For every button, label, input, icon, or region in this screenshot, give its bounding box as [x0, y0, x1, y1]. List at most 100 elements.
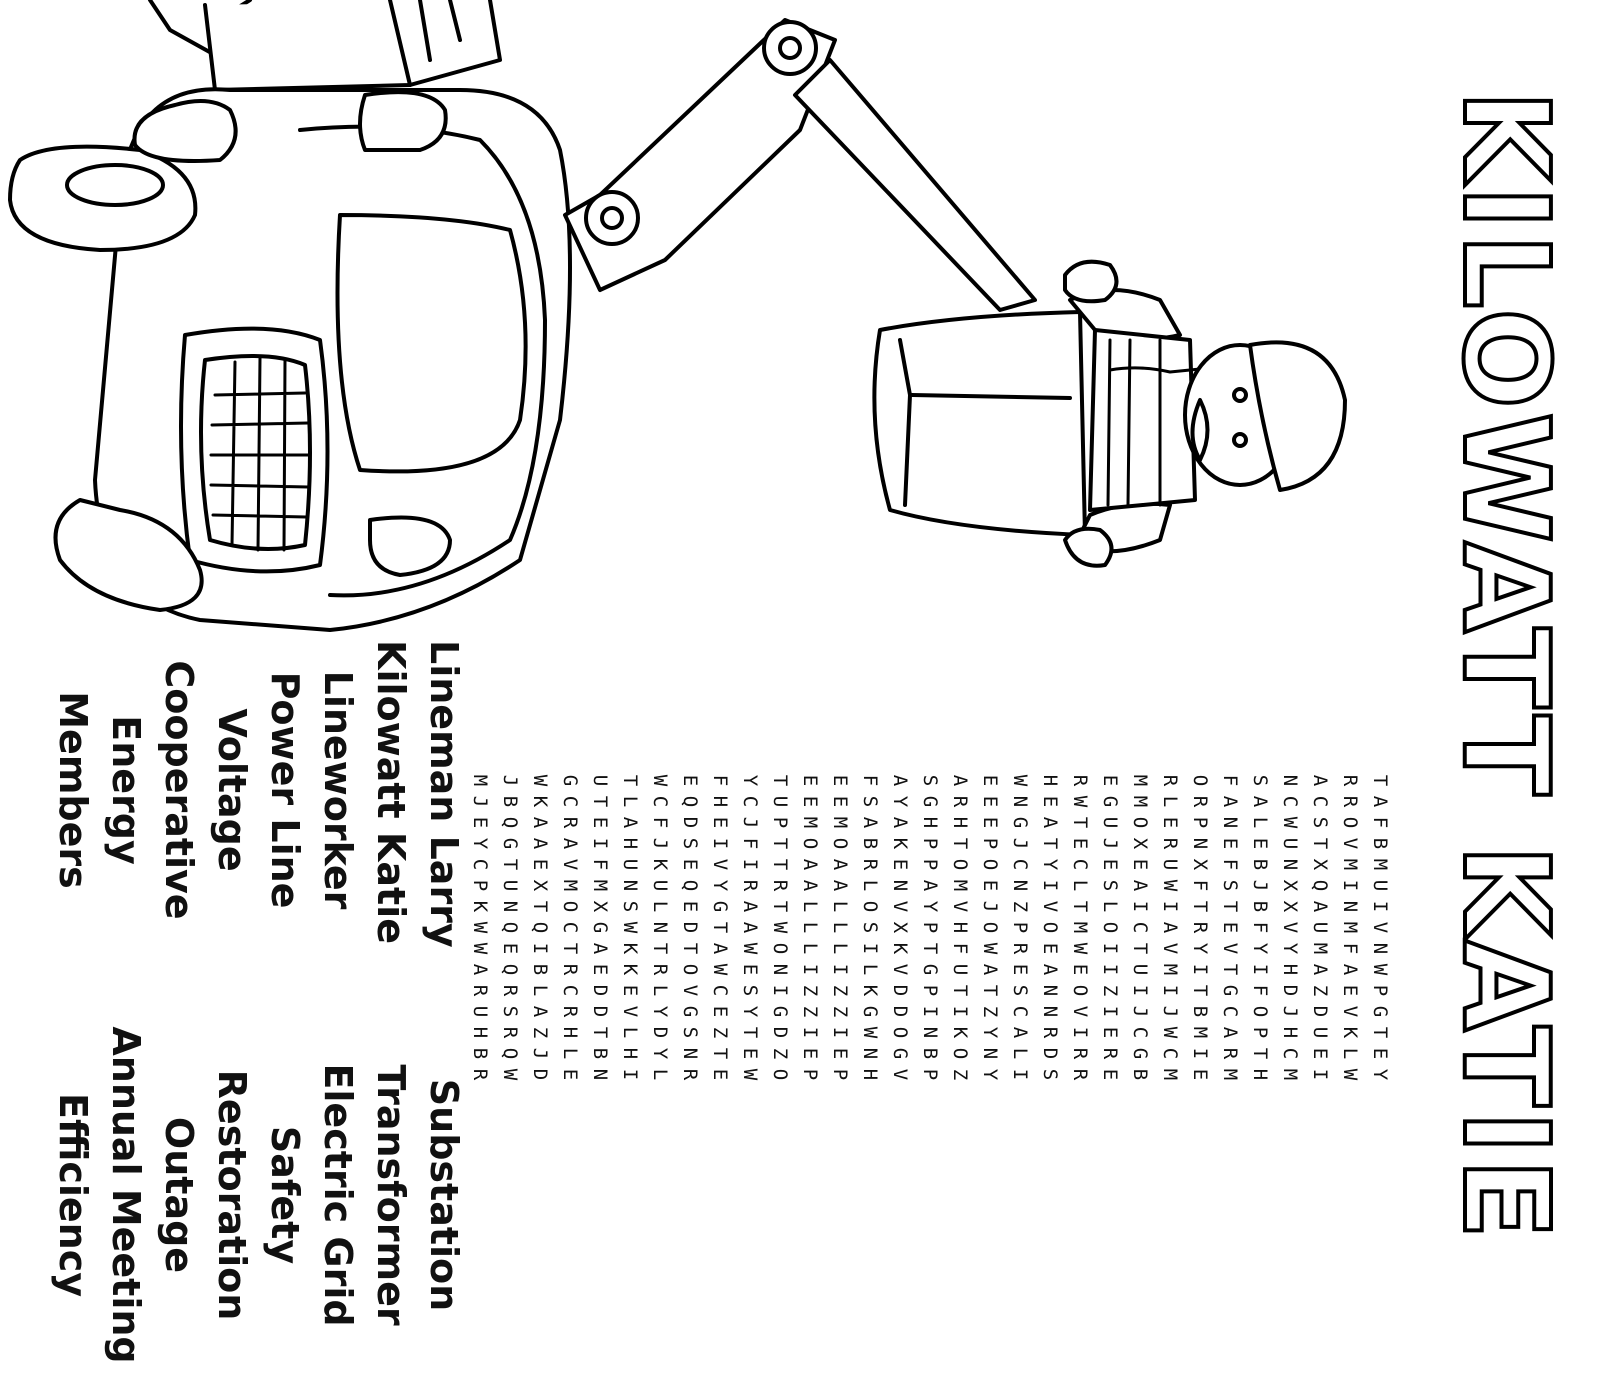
grid-letter: R	[559, 963, 581, 976]
boom-joint-upper-pin	[778, 36, 802, 60]
grid-letter: T	[769, 900, 791, 913]
grid-letter: T	[1369, 774, 1391, 787]
grid-letter: K	[529, 795, 551, 808]
grid-letter: U	[499, 879, 521, 892]
grid-letter: Z	[949, 1068, 971, 1081]
grid-letter: E	[1009, 963, 1031, 976]
grid-letter: I	[859, 942, 881, 955]
grid-letter: W	[469, 942, 491, 955]
grid-letter: Y	[709, 879, 731, 892]
grid-letter: U	[949, 963, 971, 976]
grid-letter: R	[1069, 1068, 1091, 1081]
word-item: Lineworker	[316, 670, 360, 910]
grid-letter: N	[1279, 774, 1301, 787]
boom-joint-upper	[762, 20, 818, 76]
grid-letter: E	[1219, 837, 1241, 850]
grid-letter: L	[1159, 795, 1181, 808]
grid-letter: A	[1309, 900, 1331, 913]
grid-letter: Z	[1009, 900, 1031, 913]
grid-letter: S	[499, 1005, 521, 1018]
grid-letter: O	[1189, 774, 1211, 787]
grid-letter: S	[919, 774, 941, 787]
grid-letter: E	[1099, 1026, 1121, 1039]
grid-letter: S	[1219, 879, 1241, 892]
grid-letter: P	[1189, 816, 1211, 829]
grid-letter: J	[979, 900, 1001, 913]
grid-letter: A	[589, 942, 611, 955]
grid-letter: Y	[889, 795, 911, 808]
grid-letter: H	[709, 795, 731, 808]
grid-letter: J	[1099, 837, 1121, 850]
word-item: Members	[51, 691, 95, 889]
word-item: Substation	[422, 1078, 466, 1312]
grid-letter: I	[1099, 963, 1121, 976]
grid-letter: W	[529, 774, 551, 787]
grid-letter: A	[1339, 963, 1361, 976]
grid-letter: D	[1039, 1047, 1061, 1060]
word-item: Lineman Larry	[422, 640, 466, 948]
grid-letter: N	[1039, 1005, 1061, 1018]
grid-letter: Y	[1279, 942, 1301, 955]
grid-letter: U	[1129, 963, 1151, 976]
grid-letter: E	[1069, 963, 1091, 976]
grid-letter: B	[499, 795, 521, 808]
grid-letter: Q	[499, 963, 521, 976]
grid-letter: R	[1339, 795, 1361, 808]
grid-letter: I	[1009, 1068, 1031, 1081]
worker-eye-top	[1232, 387, 1248, 403]
grid-letter: A	[1369, 795, 1391, 808]
grid-letter: B	[529, 963, 551, 976]
grid-letter: H	[949, 816, 971, 829]
grid-letter: C	[1279, 1047, 1301, 1060]
grid-letter: W	[1369, 963, 1391, 976]
grid-letter: A	[1039, 816, 1061, 829]
grid-letter: V	[889, 963, 911, 976]
grid-letter: R	[859, 858, 881, 871]
grid-letter: R	[1339, 774, 1361, 787]
grid-letter: L	[799, 900, 821, 913]
grid-letter: T	[949, 837, 971, 850]
grid-letter: T	[499, 858, 521, 871]
word-item: Voltage	[210, 708, 254, 872]
grid-letter: W	[1159, 879, 1181, 892]
grid-letter: I	[919, 1005, 941, 1018]
grid-letter: K	[889, 942, 911, 955]
grid-letter: A	[919, 879, 941, 892]
grid-letter: A	[739, 921, 761, 934]
grid-letter: Z	[1099, 984, 1121, 997]
grid-letter: A	[1249, 795, 1271, 808]
grid-letter: E	[1249, 837, 1271, 850]
grid-letter: W	[709, 963, 731, 976]
grid-letter: O	[769, 942, 791, 955]
grid-letter: Y	[649, 1047, 671, 1060]
grid-letter: Y	[919, 900, 941, 913]
grid-letter: I	[1309, 1068, 1331, 1081]
grid-letter: O	[829, 837, 851, 850]
grid-letter: W	[619, 921, 641, 934]
grid-letter: S	[679, 837, 701, 850]
grid-letter: B	[589, 1047, 611, 1060]
grid-letter: L	[1009, 1047, 1031, 1060]
grid-letter: B	[1189, 1005, 1211, 1018]
grid-letter: X	[1189, 858, 1211, 871]
grid-letter: I	[709, 837, 731, 850]
grid-letter: L	[619, 1026, 641, 1039]
grid-letter: W	[499, 1068, 521, 1081]
grid-letter: Q	[499, 1047, 521, 1060]
grid-letter: R	[1069, 1047, 1091, 1060]
grid-letter: Q	[529, 921, 551, 934]
grid-letter: E	[739, 963, 761, 976]
grid-letter: E	[799, 795, 821, 808]
grid-letter: N	[1189, 837, 1211, 850]
grid-letter: P	[919, 1068, 941, 1081]
bucket-line	[898, 338, 1072, 507]
grid-letter: R	[649, 963, 671, 976]
grid-letter: J	[1129, 1005, 1151, 1018]
grid-letter: W	[1279, 816, 1301, 829]
grid-letter: D	[589, 1005, 611, 1018]
